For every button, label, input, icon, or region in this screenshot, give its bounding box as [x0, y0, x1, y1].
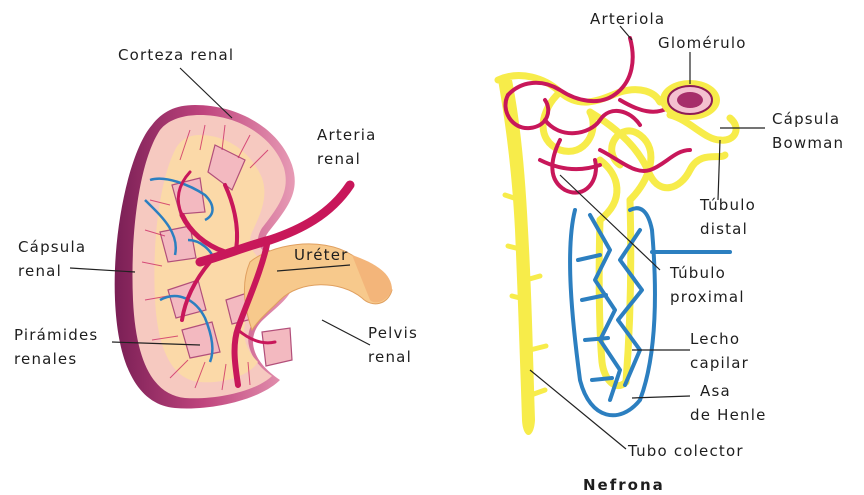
- label-tubulo-distal-line2: distal: [700, 218, 748, 240]
- label-capsula-bowman-line2: Bowman: [772, 132, 844, 154]
- label-capsula-renal-line2: renal: [18, 260, 62, 282]
- label-pelvis-line2: renal: [368, 346, 412, 368]
- label-ureter: Uréter: [294, 244, 349, 266]
- label-corteza-renal: Corteza renal: [118, 44, 234, 66]
- label-tubulo-proximal-line2: proximal: [670, 286, 745, 308]
- label-capsula-renal-line1: Cápsula: [18, 236, 86, 258]
- label-tubulo-distal-line1: Túbulo: [700, 194, 756, 216]
- label-pelvis-line1: Pelvis: [368, 322, 418, 344]
- label-glomerulo: Glomérulo: [658, 32, 747, 54]
- label-tubulo-proximal-line1: Túbulo: [670, 262, 726, 284]
- label-lecho-capilar-line1: Lecho: [690, 328, 740, 350]
- label-arteria-line2: renal: [317, 148, 361, 170]
- label-tubo-colector: Tubo colector: [628, 440, 744, 462]
- label-capsula-bowman-line1: Cápsula: [772, 108, 840, 130]
- label-lecho-capilar-line2: capilar: [690, 352, 749, 374]
- label-piramides-line1: Pirámides: [14, 324, 98, 346]
- label-asa-henle-line2: de Henle: [690, 404, 767, 426]
- label-piramides-line2: renales: [14, 348, 77, 370]
- collecting-duct-shape: [498, 80, 535, 435]
- nephron-caption: Nefrona: [583, 476, 665, 494]
- glomerulus-core: [677, 92, 703, 108]
- label-arteriola: Arteriola: [590, 8, 665, 30]
- label-asa-henle-line1: Asa: [700, 380, 731, 402]
- label-arteria-line1: Arteria: [317, 124, 376, 146]
